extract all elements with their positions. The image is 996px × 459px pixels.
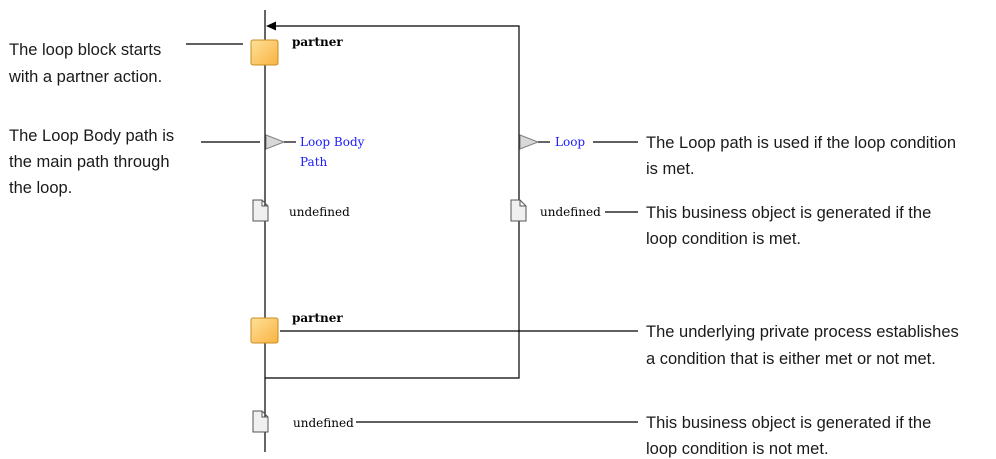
svg-text:This business object is genera: This business object is generated if the (646, 204, 931, 222)
partner-action-bottom: partner (250, 311, 343, 344)
annotation-private-process: The underlying private process establish… (646, 323, 959, 368)
bo-left-label: undefined (289, 205, 350, 219)
business-object-left: undefined (252, 199, 350, 222)
partner-bottom-label: partner (292, 311, 343, 325)
document-icon (510, 199, 527, 222)
svg-text:The loop block starts: The loop block starts (9, 41, 161, 59)
partner-top-label: partner (292, 35, 343, 49)
loop-arrowhead (266, 21, 276, 31)
business-object-bottom: undefined (252, 410, 354, 433)
document-icon (252, 410, 269, 433)
annotation-loop-body: The Loop Body path is the main path thro… (9, 127, 174, 197)
annotation-bo-not-met: This business object is generated if the… (646, 414, 931, 458)
svg-text:is met.: is met. (646, 160, 695, 178)
svg-text:The underlying private process: The underlying private process establish… (646, 323, 959, 341)
svg-text:The Loop path is used if the l: The Loop path is used if the loop condit… (646, 134, 956, 152)
bo-bottom-label: undefined (293, 416, 354, 430)
loop-path: Loop (519, 134, 585, 150)
svg-text:This business object is genera: This business object is generated if the (646, 414, 931, 432)
svg-text:loop condition is not met.: loop condition is not met. (646, 440, 829, 458)
path-arrow-icon (265, 134, 286, 150)
svg-text:the loop.: the loop. (9, 179, 72, 197)
partner-action-icon (250, 317, 279, 344)
loop-path-label: Loop (555, 135, 585, 149)
partner-action-top: partner (250, 35, 343, 66)
document-icon (252, 199, 269, 222)
svg-text:the main path through: the main path through (9, 153, 170, 171)
loop-back-line (265, 25, 520, 379)
business-object-right: undefined (510, 199, 601, 222)
bo-right-label: undefined (540, 205, 601, 219)
annotation-bo-met: This business object is generated if the… (646, 204, 931, 248)
partner-action-icon (250, 39, 279, 66)
annotation-loop-path: The Loop path is used if the loop condit… (646, 134, 956, 178)
loop-body-path: Loop Body Path (265, 134, 365, 169)
svg-text:a condition that is either met: a condition that is either met or not me… (646, 350, 936, 368)
svg-text:The Loop Body path is: The Loop Body path is (9, 127, 174, 145)
svg-text:loop condition is met.: loop condition is met. (646, 230, 801, 248)
loop-body-path-label-line1: Loop Body (300, 135, 365, 149)
svg-text:with a partner action.: with a partner action. (8, 68, 162, 86)
loop-body-path-label-line2: Path (300, 155, 328, 169)
annotation-loop-start: The loop block starts with a partner act… (8, 41, 162, 86)
path-arrow-icon (519, 134, 540, 150)
